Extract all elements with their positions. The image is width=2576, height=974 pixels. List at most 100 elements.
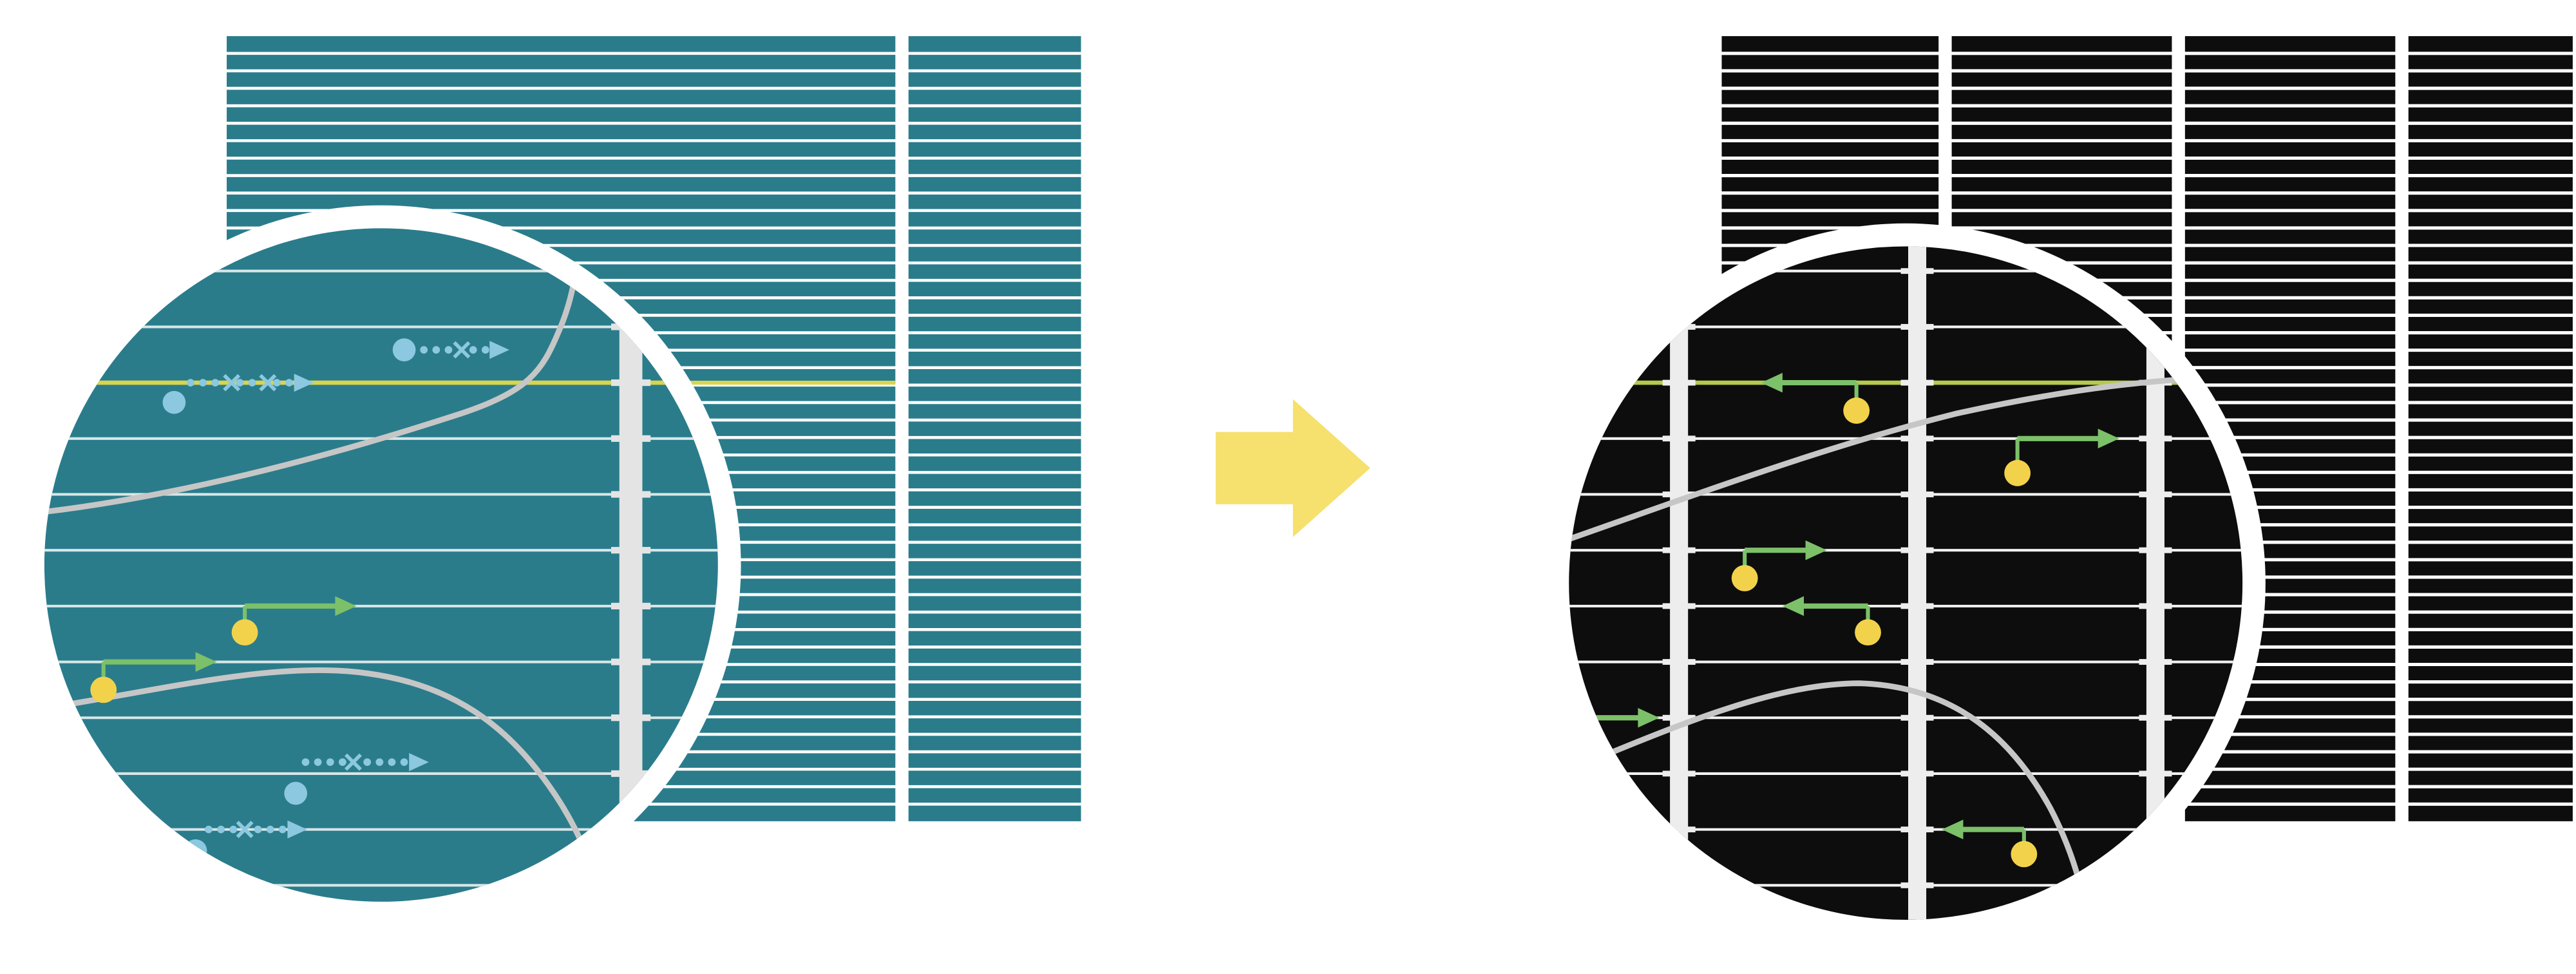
busbar-tick bbox=[1662, 770, 1696, 777]
recombination-x-mark bbox=[453, 341, 471, 359]
busbar-tick bbox=[1900, 882, 1934, 888]
electron-arrowhead-icon bbox=[294, 374, 314, 392]
busbar-tick bbox=[611, 547, 651, 554]
busbar-tick bbox=[1900, 603, 1934, 609]
busbar-tick bbox=[611, 658, 651, 665]
electron-arrowhead-icon bbox=[287, 820, 308, 839]
collection-arrowhead-icon bbox=[2098, 428, 2119, 449]
electron-path-dot bbox=[388, 758, 396, 766]
busbar-tick bbox=[2139, 659, 2172, 665]
busbar-tick bbox=[1900, 379, 1934, 386]
electron-path-dot bbox=[420, 346, 428, 354]
busbar bbox=[1670, 246, 1689, 920]
electron-path-dot bbox=[285, 379, 293, 387]
busbar-tick bbox=[1900, 659, 1934, 665]
carrier-dot bbox=[2004, 459, 2031, 486]
electron-carrier bbox=[284, 781, 308, 805]
electron-path-dot bbox=[266, 825, 274, 834]
magnifier-lens bbox=[1569, 246, 2243, 920]
busbar-tick bbox=[611, 882, 651, 889]
busbar-tick bbox=[2139, 770, 2172, 777]
busbar-tick bbox=[2139, 492, 2172, 497]
collection-arrowhead-icon bbox=[1805, 540, 1827, 560]
transition-arrow bbox=[1215, 399, 1370, 537]
electron-path-dot bbox=[236, 379, 244, 387]
busbar-tick bbox=[1662, 882, 1696, 888]
recombination-x-mark bbox=[223, 374, 241, 392]
busbar-tick bbox=[2139, 603, 2172, 609]
busbar-tick bbox=[1900, 826, 1934, 833]
electron-path-dot bbox=[187, 379, 194, 387]
busbar-tick bbox=[1662, 379, 1696, 386]
busbar-tick bbox=[1662, 659, 1696, 665]
grain-boundary-curve bbox=[44, 233, 583, 515]
electron-path-dot bbox=[254, 825, 262, 834]
busbar-tick bbox=[1662, 826, 1696, 833]
recombination-x-mark bbox=[345, 753, 362, 771]
electron-path-dot bbox=[278, 825, 287, 834]
collection-arrowhead-icon bbox=[195, 652, 217, 672]
electron-carrier bbox=[392, 338, 416, 361]
grain-boundary-curve bbox=[44, 667, 606, 902]
electron-path-dot bbox=[301, 758, 310, 766]
electron-path-dot bbox=[363, 758, 372, 766]
electron-path-dot bbox=[211, 379, 220, 387]
busbar-tick bbox=[611, 491, 651, 498]
busbar-tick bbox=[1662, 603, 1696, 609]
busbar-tick bbox=[1900, 268, 1934, 274]
busbar-tick bbox=[2139, 547, 2172, 553]
carrier-dot bbox=[1731, 565, 1758, 591]
electron-path-dot bbox=[375, 758, 384, 766]
carrier-dot bbox=[90, 676, 117, 703]
electron-path-dot bbox=[314, 758, 322, 766]
electron-path-dot bbox=[248, 379, 256, 387]
busbar-tick bbox=[2139, 714, 2172, 721]
recombination-x-mark bbox=[259, 374, 277, 392]
electron-path-dot bbox=[326, 758, 334, 766]
busbar-tick bbox=[1662, 435, 1696, 442]
cell-segment bbox=[908, 36, 1081, 821]
electron-path-dot bbox=[481, 346, 489, 354]
electron-path-dot bbox=[339, 758, 346, 766]
busbar-tick bbox=[1900, 547, 1934, 553]
busbar-tick bbox=[1900, 492, 1934, 497]
electron-arrowhead-icon bbox=[409, 753, 429, 772]
cell-segment bbox=[2408, 36, 2573, 821]
left-inset-magnifier bbox=[21, 205, 741, 925]
busbar-tick bbox=[1900, 435, 1934, 442]
busbar-tick bbox=[1900, 714, 1934, 721]
carrier-dot bbox=[2011, 841, 2038, 868]
busbar-tick bbox=[611, 435, 651, 442]
right-inset-magnifier bbox=[1546, 213, 2266, 943]
electron-path-dot bbox=[444, 346, 453, 354]
busbar-tick bbox=[611, 770, 651, 778]
busbar-tick bbox=[2139, 882, 2172, 888]
busbar-tick bbox=[2139, 435, 2172, 442]
busbar-tick bbox=[1900, 323, 1934, 330]
magnifier-lens bbox=[44, 228, 718, 902]
grain-boundary-curve bbox=[1569, 373, 2240, 545]
collection-arrowhead-icon bbox=[1761, 372, 1783, 393]
electron-path-dot bbox=[272, 379, 281, 387]
electron-path-dot bbox=[432, 346, 440, 354]
electron-path-dot bbox=[205, 825, 213, 834]
electron-path-dot bbox=[199, 379, 207, 387]
grain-boundary-curve bbox=[1569, 680, 2090, 917]
right-arrow-icon bbox=[1215, 399, 1370, 537]
electron-carrier bbox=[162, 390, 186, 414]
collection-arrowhead-icon bbox=[335, 596, 357, 616]
electron-path-dot bbox=[400, 758, 408, 766]
recombination-x-mark bbox=[236, 821, 254, 839]
busbar-tick bbox=[611, 602, 651, 609]
busbar bbox=[1908, 246, 1927, 920]
carrier-dot bbox=[1855, 619, 1881, 646]
busbar-tick bbox=[1662, 714, 1696, 721]
electron-path-dot bbox=[229, 825, 238, 834]
busbar-tick bbox=[1900, 770, 1934, 777]
carrier-dot bbox=[1843, 397, 1870, 424]
busbar-tick bbox=[1662, 492, 1696, 497]
collection-arrowhead-icon bbox=[1942, 819, 1964, 839]
busbar-tick bbox=[1663, 213, 1696, 218]
collection-arrowhead-icon bbox=[1638, 707, 1660, 728]
